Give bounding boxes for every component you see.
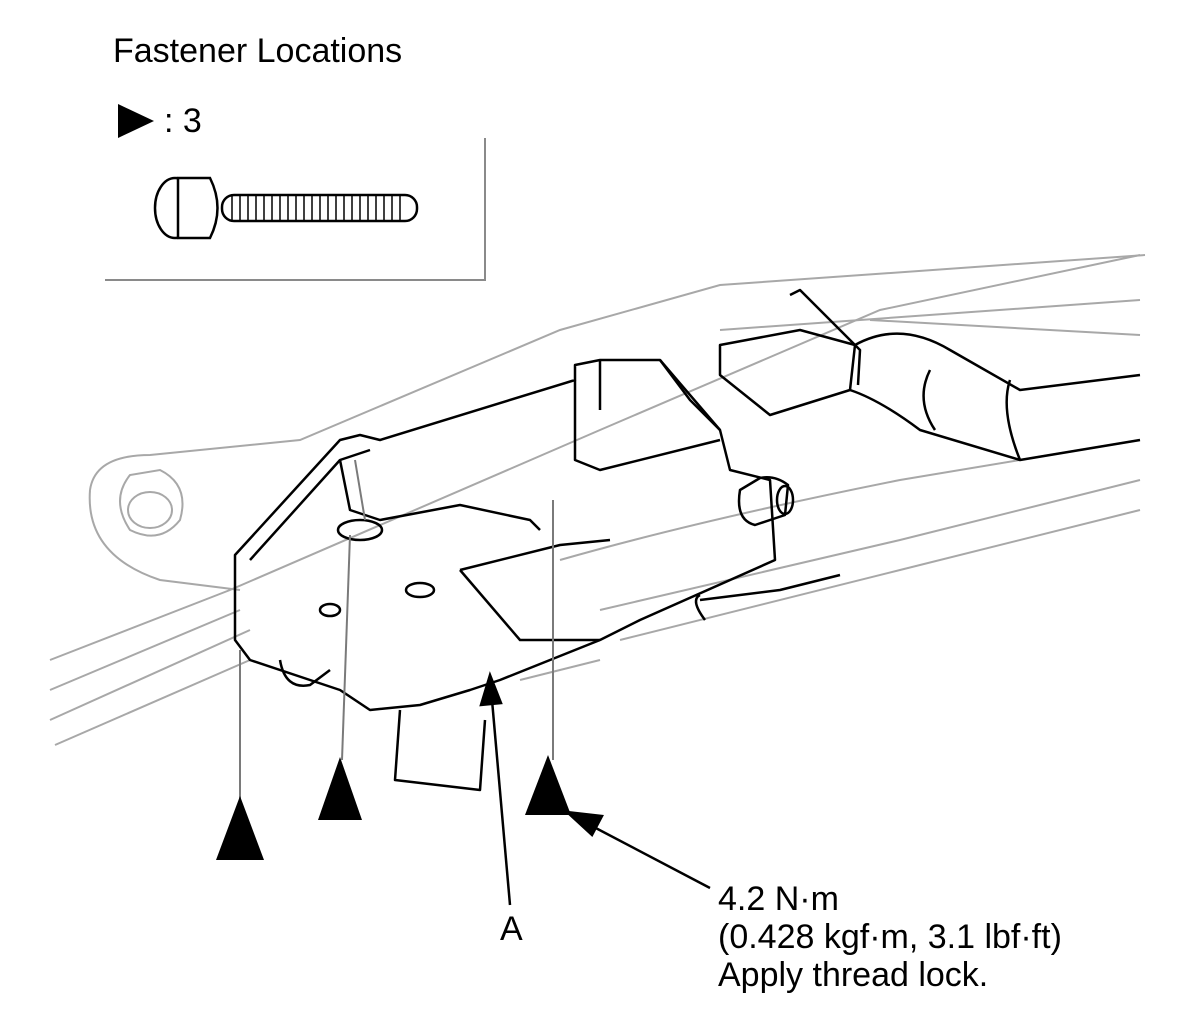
- torque-line-2: (0.428 kgf·m, 3.1 lbf·ft): [718, 918, 1062, 957]
- callout-a-arrow: [479, 671, 512, 906]
- torque-line-1: 4.2 N·m: [718, 880, 839, 918]
- fastener-marker-2: [318, 757, 362, 820]
- fastener-marker-1: [216, 796, 264, 860]
- screw-icon: [153, 176, 419, 240]
- fastener-marker-3: [525, 755, 571, 815]
- legend-count: : 3: [164, 102, 202, 140]
- screw-inset: [105, 138, 486, 281]
- torque-line-3: Apply thread lock.: [718, 956, 989, 995]
- torque-arrow: [563, 810, 711, 890]
- fastener-leaders: [239, 459, 554, 800]
- triangle-marker-icon: [118, 104, 154, 138]
- module-bracket: [233, 288, 1141, 792]
- torque-spec: 4.2 N·m (0.428 kgf·m, 3.1 lbf·ft) Apply …: [718, 880, 1062, 994]
- fastener-legend: : 3: [118, 104, 202, 138]
- vehicle-frame: [49, 254, 1146, 746]
- callout-a-label: A: [500, 910, 523, 948]
- diagram-title: Fastener Locations: [113, 32, 403, 70]
